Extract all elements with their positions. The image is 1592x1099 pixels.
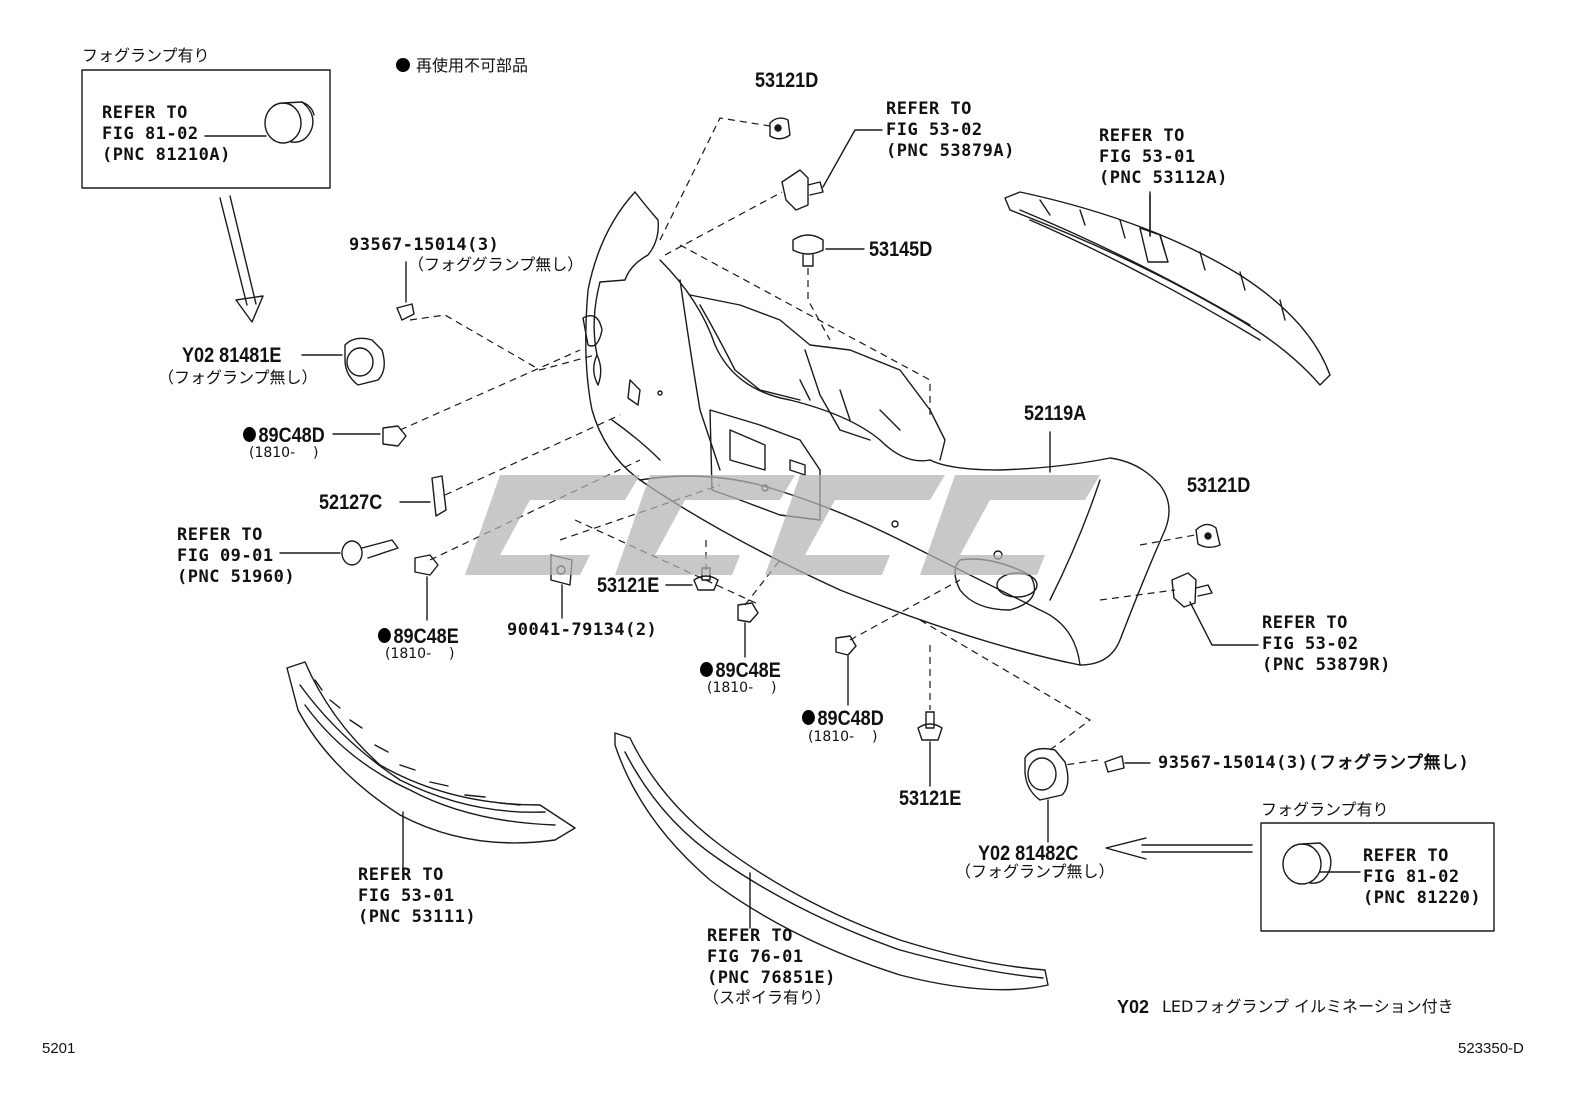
- fog-with-left-fig[interactable]: FIG 81-02: [102, 124, 199, 144]
- fog-with-box-right-frame: [1260, 822, 1495, 932]
- ref-51960-line3: (PNC 51960): [177, 567, 296, 587]
- bracket-53879a-icon: [781, 129, 883, 211]
- clip-89c48e-a-icon: [414, 554, 439, 621]
- fog-with-right-title: フォグランプ有り: [1261, 800, 1389, 819]
- ref-76851e-line2[interactable]: FIG 76-01: [707, 947, 804, 967]
- part-53121d-top[interactable]: 53121D: [755, 69, 819, 92]
- fog-with-box-left-frame: [81, 69, 331, 189]
- fog-with-right-fig[interactable]: FIG 81-02: [1363, 867, 1460, 887]
- ref-53879a-line1: REFER TO: [886, 99, 972, 119]
- part-81482c[interactable]: Y02 81482C: [978, 842, 1079, 865]
- fog-cover-81482c-icon: [1024, 747, 1069, 843]
- clip-53145d-icon: [792, 234, 865, 267]
- clip-53121e-b-icon: [917, 711, 943, 787]
- ref-53879a-line2[interactable]: FIG 53-02: [886, 120, 983, 140]
- part-89c48d-a-note: (1810- ): [249, 445, 319, 461]
- part-89c48d-a-number: 89C48D: [258, 424, 325, 447]
- non-reusable-dot-icon: [396, 58, 410, 72]
- ref-76851e-line1: REFER TO: [707, 926, 793, 946]
- part-53121e-a[interactable]: 53121E: [597, 574, 660, 597]
- page-number-left: 5201: [42, 1040, 76, 1057]
- ref-53112a-line2[interactable]: FIG 53-01: [1099, 147, 1196, 167]
- part-81482c-note: （フォグランプ無し）: [955, 862, 1115, 881]
- bracket-52127c-icon: [399, 475, 447, 517]
- part-89c48d-b-number: 89C48D: [817, 707, 884, 730]
- footer-y02-code: Y02: [1117, 997, 1150, 1017]
- fog-with-left-pnc: (PNC 81210A): [102, 145, 231, 165]
- ref-53879r-line3: (PNC 53879R): [1262, 655, 1391, 675]
- towing-hook-51960-icon: [279, 539, 399, 566]
- part-93567-left[interactable]: 93567-15014(3): [349, 235, 500, 255]
- spoiler-76851e-icon: [614, 732, 1049, 991]
- ref-53112a-line1: REFER TO: [1099, 126, 1185, 146]
- bumper-inner-bracket: [627, 294, 1003, 560]
- assembly-dashed-lines: [399, 117, 1196, 766]
- clip-89c48d-b-icon: [835, 635, 857, 706]
- ref-53879a-line3: (PNC 53879A): [886, 141, 1015, 161]
- part-89c48e-b-note: (1810- ): [707, 680, 777, 696]
- part-89c48e-b[interactable]: 89C48E: [700, 660, 781, 681]
- part-89c48e-a-number: 89C48E: [393, 625, 459, 648]
- ref-53112a-line3: (PNC 53112A): [1099, 168, 1228, 188]
- part-89c48e-a[interactable]: 89C48E: [378, 626, 459, 647]
- part-81481e-note: （フォグランプ無し）: [158, 368, 318, 387]
- bracket-53879r-icon: [1171, 572, 1259, 646]
- watermark-logo: [465, 475, 1100, 575]
- footer-y02-desc: LEDフォグランプ イルミネーション付き: [1162, 997, 1454, 1016]
- clip-89c48e-b-icon: [737, 602, 759, 658]
- ref-53879r-line1: REFER TO: [1262, 613, 1348, 633]
- non-reusable-dot-icon: [700, 662, 713, 677]
- fog-lamp-assembly-left-icon: [204, 101, 315, 144]
- grille-lower-53111-icon: [286, 661, 576, 871]
- part-89c48d-b-note: (1810- ): [808, 729, 878, 745]
- fog-cover-81481e-icon: [301, 337, 385, 386]
- part-89c48d-a[interactable]: 89C48D: [243, 425, 325, 446]
- ref-53111-line2[interactable]: FIG 53-01: [358, 886, 455, 906]
- bumper-cover-outline: [582, 191, 1170, 666]
- ref-51960-line2[interactable]: FIG 09-01: [177, 546, 274, 566]
- screw-93567-right-icon: [1104, 755, 1151, 773]
- clip-89c48d-a-icon: [332, 425, 407, 447]
- clip-53121d-right-icon: [1195, 523, 1221, 548]
- arrow-left-right-icon: [1105, 837, 1253, 860]
- non-reusable-dot-icon: [378, 628, 391, 643]
- part-53121e-b[interactable]: 53121E: [899, 787, 962, 810]
- arrow-down-left-icon: [219, 195, 264, 323]
- fog-with-right-ref: REFER TO: [1363, 846, 1449, 866]
- screw-93567-left-icon: [396, 261, 415, 321]
- part-53121d-right[interactable]: 53121D: [1187, 474, 1251, 497]
- ref-53111-line3: (PNC 53111): [358, 907, 477, 927]
- fog-with-right-pnc: (PNC 81220): [1363, 888, 1482, 908]
- ref-53879r-line2[interactable]: FIG 53-02: [1262, 634, 1359, 654]
- non-reusable-legend-text: 再使用不可部品: [416, 56, 529, 75]
- non-reusable-dot-icon: [802, 710, 815, 725]
- part-52119a[interactable]: 52119A: [1024, 402, 1087, 425]
- ref-51960-line1: REFER TO: [177, 525, 263, 545]
- page-number-right: 523350-D: [1458, 1040, 1524, 1057]
- fog-with-left-title: フォグランプ有り: [82, 46, 210, 65]
- ref-76851e-line3: (PNC 76851E): [707, 968, 836, 988]
- part-93567-left-note: （フォググランプ無し）: [408, 255, 584, 274]
- grille-upper-53112a-icon: [1004, 191, 1331, 386]
- part-89c48e-b-number: 89C48E: [715, 659, 781, 682]
- fog-lamp-assembly-right-icon: [1282, 842, 1361, 885]
- part-90041[interactable]: 90041-79134(2): [507, 620, 658, 640]
- part-89c48e-a-note: (1810- ): [385, 646, 455, 662]
- ref-76851e-note: （スポイラ有り）: [703, 988, 832, 1007]
- ref-53111-line1: REFER TO: [358, 865, 444, 885]
- part-93567-right[interactable]: 93567-15014(3)(フォグランプ無し): [1158, 753, 1470, 773]
- clip-53121d-top-icon: [769, 117, 791, 140]
- non-reusable-dot-icon: [243, 427, 256, 442]
- fog-with-left-ref: REFER TO: [102, 103, 188, 123]
- part-81481e[interactable]: Y02 81481E: [182, 344, 282, 367]
- part-52127c[interactable]: 52127C: [319, 491, 383, 514]
- part-89c48d-b[interactable]: 89C48D: [802, 708, 884, 729]
- part-53145d[interactable]: 53145D: [869, 238, 933, 261]
- non-reusable-legend: 再使用不可部品: [396, 58, 528, 74]
